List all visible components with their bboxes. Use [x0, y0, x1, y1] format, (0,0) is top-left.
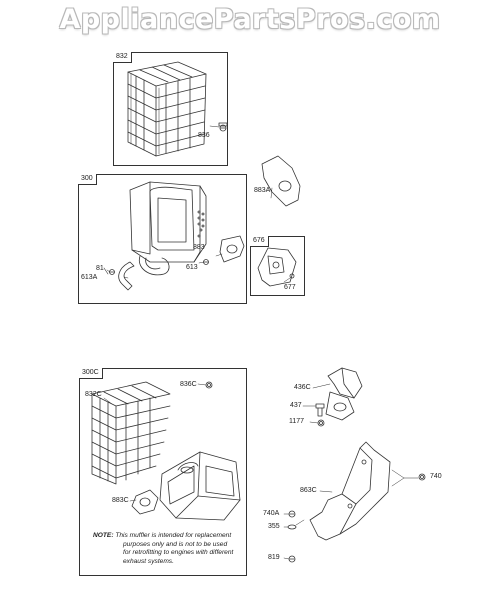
part-437-screw[interactable]: [315, 403, 325, 417]
part-300-muffler[interactable]: [129, 181, 207, 276]
label-832C: 832C: [85, 391, 102, 398]
note-line-3: for retrofitting to engines with differe…: [123, 549, 234, 557]
label-740: 740: [430, 473, 442, 480]
group-label-676: 676: [250, 236, 269, 247]
note-line-2: purposes only and is not to be used: [123, 540, 228, 548]
label-677: 677: [284, 284, 296, 291]
part-832C-guard[interactable]: [91, 381, 171, 485]
part-863C-bracket[interactable]: [309, 441, 391, 541]
part-883A-gasket[interactable]: [261, 155, 301, 207]
part-676-deflector[interactable]: [257, 247, 297, 287]
part-883-gasket[interactable]: [219, 235, 245, 263]
label-613A: 613A: [81, 274, 98, 281]
label-836: 836: [198, 132, 210, 139]
label-613: 613: [186, 264, 198, 271]
label-355: 355: [268, 523, 280, 530]
part-883C-gasket[interactable]: [131, 489, 159, 515]
label-740A: 740A: [263, 510, 280, 517]
label-436C: 436C: [294, 384, 311, 391]
group-label-300: 300: [78, 174, 97, 185]
group-box-300C: [79, 368, 247, 576]
label-883C: 883C: [112, 497, 129, 504]
group-box-300: [78, 174, 247, 304]
label-1177: 1177: [289, 418, 305, 425]
leader-lines: [103, 125, 419, 560]
group-label-300C: 300C: [79, 368, 103, 379]
part-613A-exhaust-pipe[interactable]: [103, 261, 135, 291]
note-line-4: exhaust systems.: [123, 557, 174, 565]
label-883: 883: [193, 244, 205, 251]
label-883A: 883A: [254, 187, 271, 194]
label-81: 81: [96, 265, 104, 272]
part-300C-muffler[interactable]: [159, 451, 241, 521]
label-437: 437: [290, 402, 302, 409]
note-prefix: NOTE:: [93, 532, 114, 539]
part-740A-screw[interactable]: [288, 510, 296, 518]
muffler-note: NOTE: This muffler is intended for repla…: [93, 532, 303, 566]
group-box-676: [250, 236, 305, 296]
part-677-screw[interactable]: [289, 273, 295, 279]
group-label-832: 832: [113, 52, 132, 63]
label-819: 819: [268, 554, 280, 561]
part-1177-nut[interactable]: [317, 419, 325, 427]
watermark-logo: AppliancePartsPros.com: [59, 4, 441, 35]
group-box-832: [113, 52, 228, 166]
label-863C: 863C: [300, 487, 317, 494]
part-740-screw[interactable]: [418, 473, 426, 481]
part-81-screw[interactable]: [109, 269, 115, 275]
note-line-1: This muffler is intended for replacement: [115, 532, 232, 539]
label-836C: 836C: [180, 381, 197, 388]
part-355-washer[interactable]: [287, 524, 297, 530]
part-832-wire-guard[interactable]: [127, 61, 207, 157]
part-436C-elbow[interactable]: [325, 367, 363, 421]
